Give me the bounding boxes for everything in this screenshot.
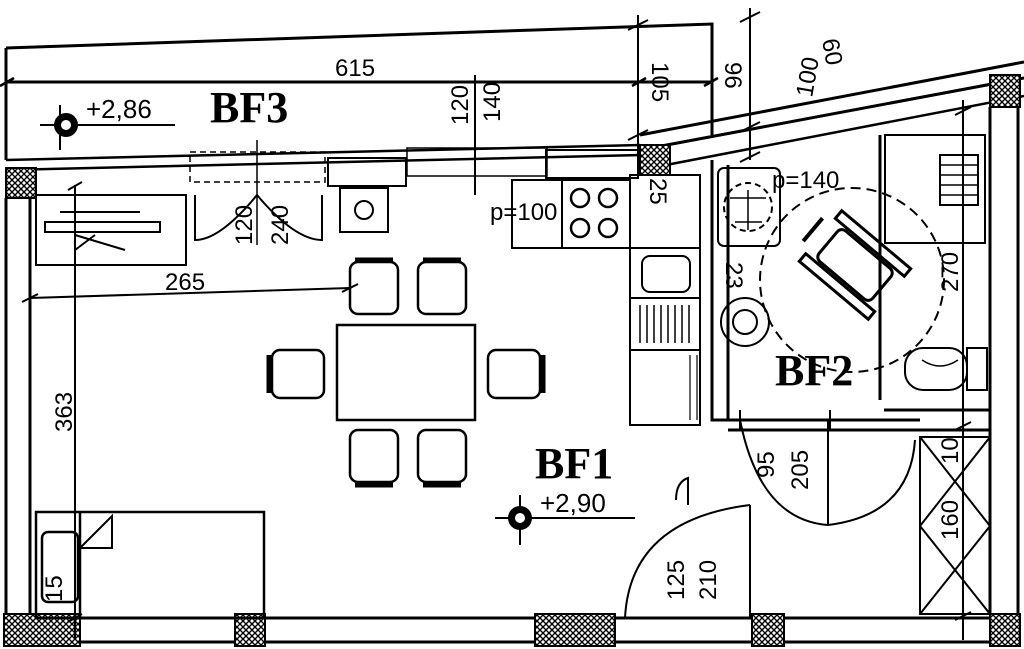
dim-140: 140 [479, 82, 506, 122]
bathroom-walls [710, 135, 990, 432]
dim-25: 25 [644, 178, 671, 205]
dim-p140: p=140 [772, 167, 839, 194]
dim-265: 265 [165, 269, 205, 296]
dimension-lines [0, 8, 972, 640]
room-label-bf2: BF2 [775, 346, 853, 395]
entrance-door [624, 476, 751, 619]
dining-table [335, 323, 477, 422]
elevation-bf3: +2,86 [86, 94, 152, 124]
elevation-markers [54, 113, 532, 530]
dim-615: 615 [335, 55, 375, 82]
dim-10: 10 [937, 437, 964, 464]
dim-105: 105 [646, 62, 673, 102]
dim-60: 60 [816, 36, 847, 67]
dim-p100: p=100 [490, 199, 557, 226]
dim-240: 240 [267, 205, 294, 245]
dim-160: 160 [937, 500, 964, 540]
room-label-bf1: BF1 [535, 439, 613, 488]
shaft [919, 436, 991, 615]
room-label-bf3: BF3 [210, 83, 288, 132]
dim-15: 15 [41, 575, 68, 602]
dim-210: 210 [695, 560, 722, 600]
dim-120b: 120 [231, 205, 258, 245]
dim-363: 363 [51, 392, 78, 432]
north-wall [5, 76, 1024, 183]
bed [34, 510, 266, 620]
dim-96: 96 [719, 62, 746, 89]
hatched-columns [3, 74, 1021, 647]
dim-270: 270 [937, 252, 964, 292]
dim-120a: 120 [447, 85, 474, 125]
balcony-door [194, 140, 323, 245]
dim-125: 125 [663, 560, 690, 600]
dim-205: 205 [787, 450, 814, 490]
elevation-bf1: +2,90 [540, 488, 606, 518]
wall-cabinets [327, 149, 639, 233]
wheelchair-icon [797, 208, 913, 322]
kitchen-counter [511, 174, 701, 426]
bathroom-door [739, 419, 916, 526]
dim-23: 23 [720, 262, 747, 289]
dining-chairs [266, 257, 546, 488]
balcony-bench [35, 194, 187, 266]
bathroom-fixtures [717, 134, 988, 391]
dim-95: 95 [753, 451, 780, 478]
balcony-walls [4, 22, 1024, 160]
stove-icon [569, 187, 619, 239]
